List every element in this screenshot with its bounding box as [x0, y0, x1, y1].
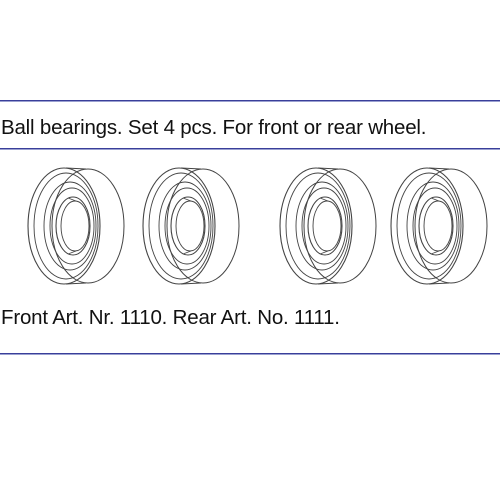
upper-divider — [0, 148, 500, 149]
product-description: Ball bearings. Set 4 pcs. For front or r… — [1, 116, 427, 139]
bearing-illustration-row — [0, 158, 500, 298]
article-numbers: Front Art. Nr. 1110. Rear Art. No. 1111. — [1, 306, 340, 329]
ball-bearing-icon — [279, 167, 377, 285]
ball-bearing-icon — [27, 167, 125, 285]
top-divider — [0, 100, 500, 101]
bottom-divider — [0, 353, 500, 354]
ball-bearing-icon — [142, 167, 240, 285]
bearing-illustration — [27, 167, 488, 285]
ball-bearing-icon — [390, 167, 488, 285]
